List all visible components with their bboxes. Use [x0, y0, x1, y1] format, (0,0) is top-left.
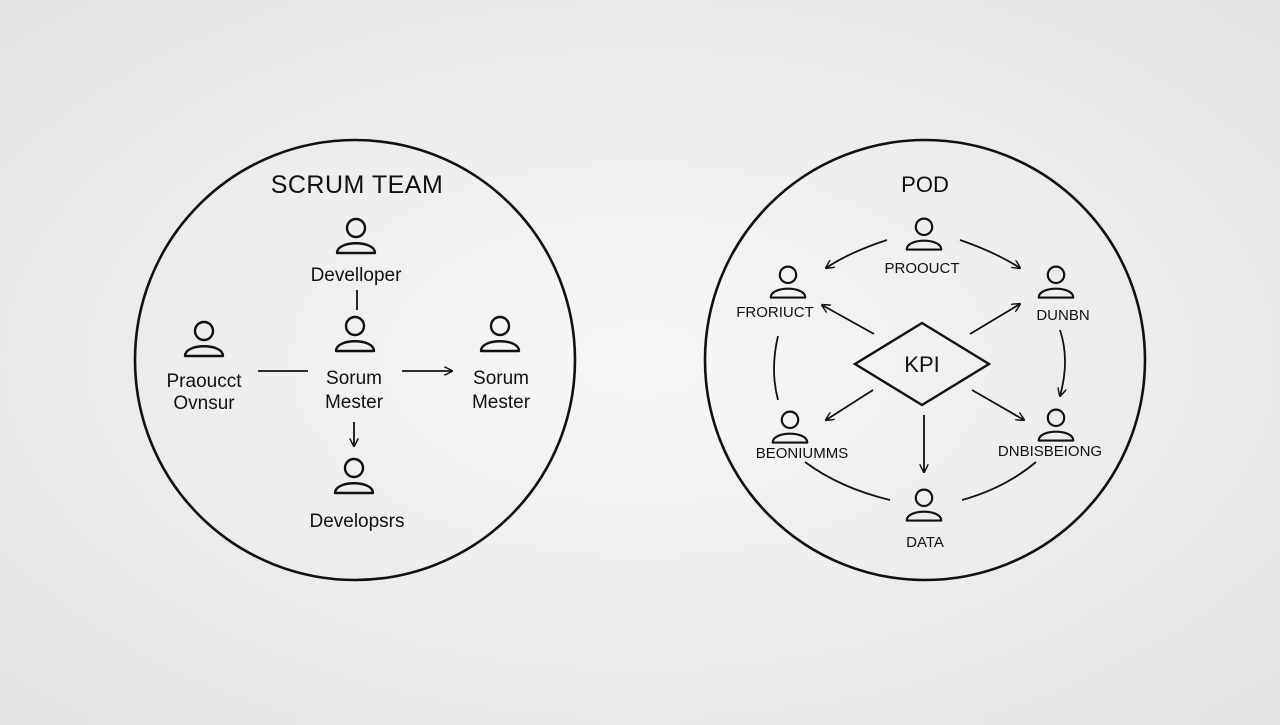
person-icon: [1037, 265, 1075, 299]
pod-upper-right-role-label: DUNBN: [1036, 307, 1089, 324]
connector-upper-left-to-lower-left: [773, 335, 779, 401]
scrum-left-role-line2: Ovnsur: [173, 393, 235, 414]
scrum-center-role-line2: Mester: [325, 392, 384, 413]
scrum-center-role-line1: Sorum: [326, 368, 382, 389]
scrum-team-circle: [133, 138, 577, 582]
person-icon: [771, 410, 809, 444]
arrow-top-to-upper-left: [826, 239, 888, 268]
arrow-kpi-to-lower-left: [826, 389, 874, 420]
pod-upper-left-role-label: FRORIUCT: [736, 304, 814, 321]
pod-top-role-label: PROOUCT: [885, 260, 960, 277]
scrum-team-title: SCRUM TEAM: [271, 171, 444, 199]
person-icon: [905, 488, 943, 522]
arrow-top-to-upper-right: [959, 239, 1020, 268]
kpi-label: KPI: [904, 352, 939, 377]
pod-title: POD: [901, 172, 949, 197]
person-icon: [183, 320, 225, 358]
pod-circle: [703, 138, 1147, 582]
scrum-team-group: SCRUM TEAM Develloper Sorum Mester Praou…: [133, 138, 577, 582]
arrow-upper-right-to-lower-right: [1060, 329, 1065, 396]
connector-lower-left-to-bottom: [804, 461, 891, 501]
arrow-kpi-to-upper-right: [969, 304, 1020, 335]
person-icon: [905, 217, 943, 251]
scrum-right-role-line1: Sorum: [473, 368, 529, 389]
person-icon: [769, 265, 807, 299]
scrum-bottom-role-label: Developsrs: [309, 511, 404, 532]
person-icon: [335, 217, 377, 255]
person-icon: [479, 315, 521, 353]
person-icon: [333, 457, 375, 495]
pod-group: POD KPI PROOUCT FRORIUCT DUNBN BEONIUMMS…: [703, 138, 1147, 582]
arrow-kpi-to-lower-right: [971, 389, 1024, 420]
pod-lower-right-role-label: DNBISBEIONG: [998, 443, 1102, 460]
person-icon: [1037, 408, 1075, 442]
scrum-top-role-label: Develloper: [311, 265, 402, 286]
pod-bottom-role-label: DATA: [906, 534, 944, 551]
scrum-right-role-line2: Mester: [472, 392, 531, 413]
pod-lower-left-role-label: BEONIUMMS: [756, 445, 849, 462]
kpi-diamond: [852, 321, 992, 407]
scrum-left-role-line1: Praoucct: [167, 371, 243, 392]
connector-bottom-to-lower-right: [961, 461, 1037, 501]
arrow-kpi-to-upper-left: [822, 305, 875, 335]
person-icon: [334, 315, 376, 353]
